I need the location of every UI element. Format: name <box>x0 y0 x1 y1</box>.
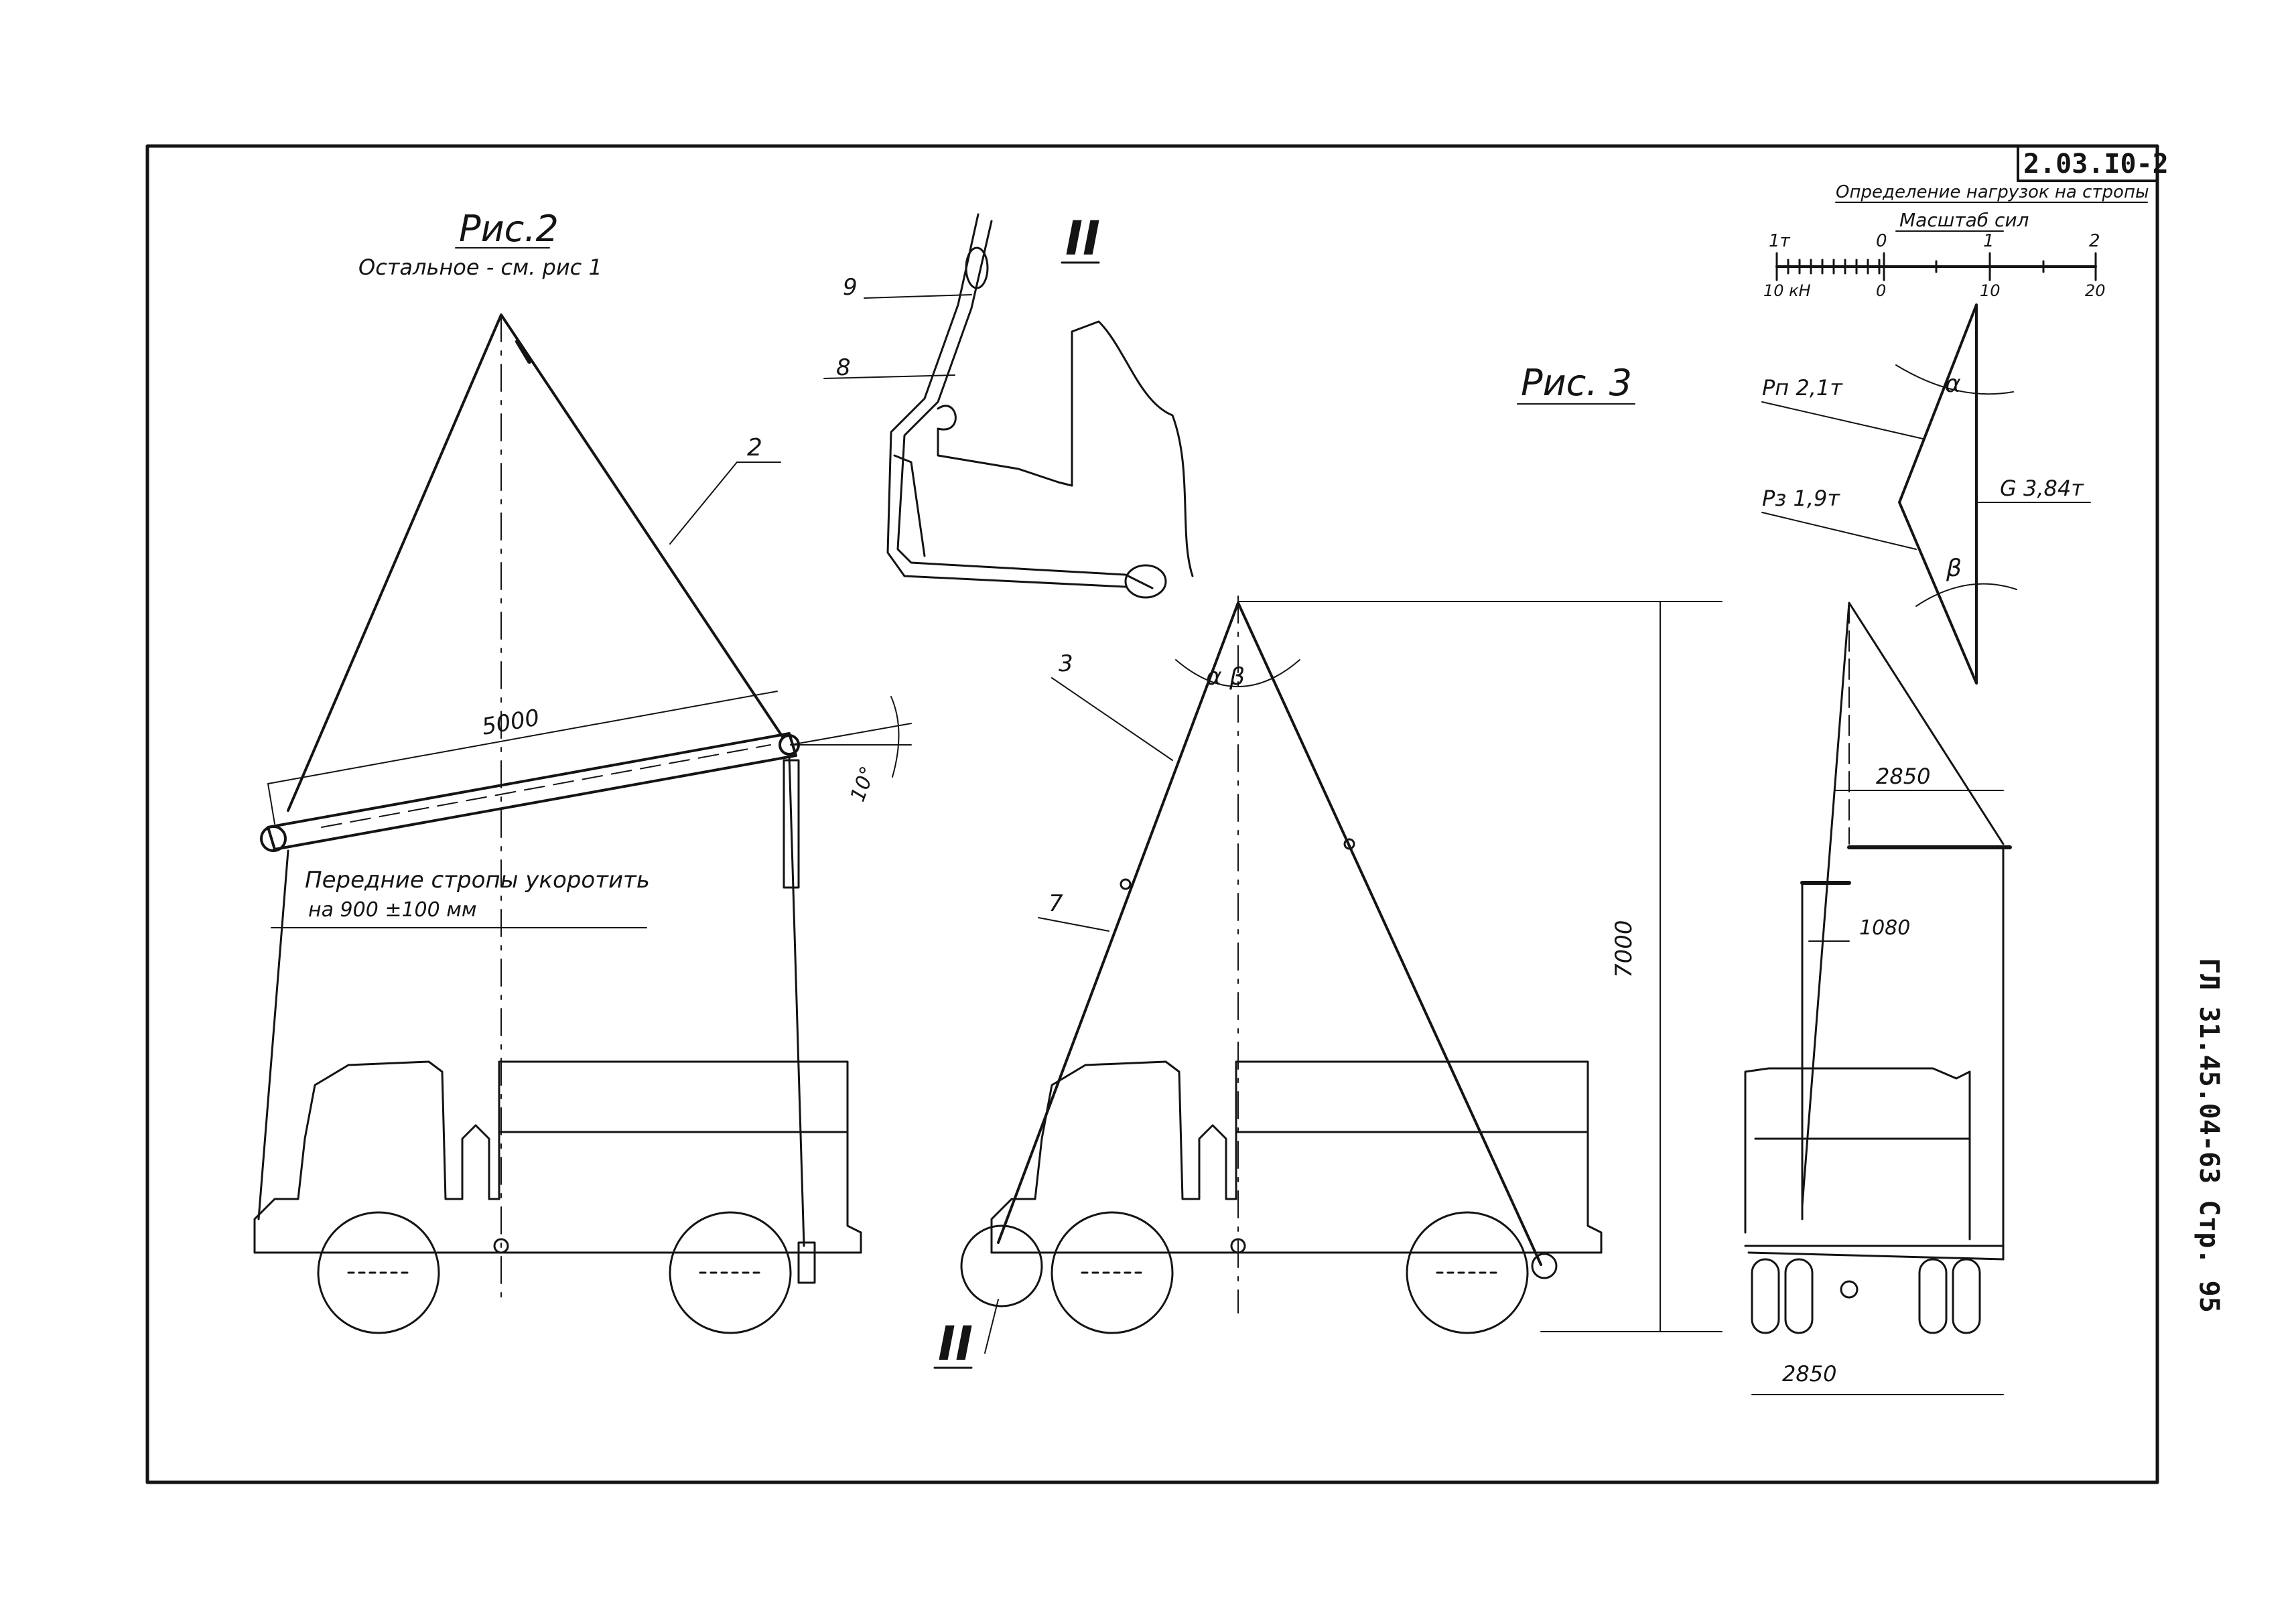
rear-truck <box>1744 1067 2005 1334</box>
scale-title: Определение нагрузок на стропы <box>1836 182 2149 202</box>
force-alpha: α <box>1945 370 1961 398</box>
detail-callout-9: 9 <box>843 274 858 301</box>
fig2-truck <box>253 1060 862 1334</box>
scale-bottom-tick-1: 10 кН <box>1763 281 1811 300</box>
drawing-frame <box>145 144 2159 1484</box>
fig2-view: Рис.2 Остальное - см. рис 1 2 5000 10° <box>253 208 912 1334</box>
rear-dim-top: 2850 <box>1876 764 1930 789</box>
force-diagram: α β Pп 2,1т Pз 1,9т G 3,84т <box>1761 303 2091 685</box>
fig2-subtitle: Остальное - см. рис 1 <box>358 255 602 280</box>
side-note: ГЛ 31.45.04-63 Стр. 95 <box>2193 958 2224 1313</box>
fig3-view: Рис. 3 α β 3 7 7000 <box>933 362 1723 1371</box>
scale-top-tick-4: 2 <box>2089 231 2100 251</box>
stamp-code: 2.03.I0-2 <box>2023 149 2169 180</box>
fig2-note-line2: на 900 ±100 мм <box>308 898 477 922</box>
detail-callout-8: 8 <box>836 354 851 381</box>
fig2-callout-sling: 2 <box>747 434 762 462</box>
fig3-title: Рис. 3 <box>1521 362 1632 404</box>
stamp-box <box>2017 145 2159 182</box>
scale-bottom-tick-3: 10 <box>1980 281 2001 300</box>
scale-subtitle: Масштаб сил <box>1899 209 2029 231</box>
fig3-callout-7: 7 <box>1049 890 1063 917</box>
scale-bottom-tick-2: 0 <box>1876 281 1886 300</box>
scale-top-tick-1: 1т <box>1769 231 1791 251</box>
force-label-g: G 3,84т <box>2000 476 2084 501</box>
force-label-pn: Pп 2,1т <box>1762 375 1843 401</box>
fig2-title: Рис.2 <box>459 208 559 250</box>
fig3-truck <box>960 1060 1603 1334</box>
fig2-sling <box>287 313 784 812</box>
fig3-angles: α β <box>1206 663 1245 691</box>
rear-view: 2850 1080 2850 <box>1744 602 2012 1395</box>
fig2-angle: 10° <box>846 764 880 805</box>
force-scale: Определение нагрузок на стропы Масштаб с… <box>1763 182 2149 300</box>
rear-dim-mid: 1080 <box>1859 916 1910 940</box>
fig2-boom <box>260 732 800 852</box>
detail-title: II <box>1065 211 1100 266</box>
fig3-callout-3: 3 <box>1059 650 1073 677</box>
force-triangle <box>1898 303 1978 685</box>
rear-dim-bottom: 2850 <box>1782 1361 1836 1387</box>
force-label-pz: Pз 1,9т <box>1762 486 1840 511</box>
fig3-slings <box>997 602 1542 1266</box>
scale-top-tick-2: 0 <box>1876 231 1887 251</box>
scale-top-tick-3: 1 <box>1983 231 1995 251</box>
force-beta: β <box>1946 555 1962 582</box>
detail-ii: II 9 8 <box>823 211 1194 599</box>
fig3-detail-mark: II <box>938 1316 973 1371</box>
scale-bottom-tick-4: 20 <box>2085 281 2106 300</box>
fig2-note-line1: Передние стропы укоротить <box>305 867 650 894</box>
fig3-dim-height: 7000 <box>1611 920 1637 978</box>
